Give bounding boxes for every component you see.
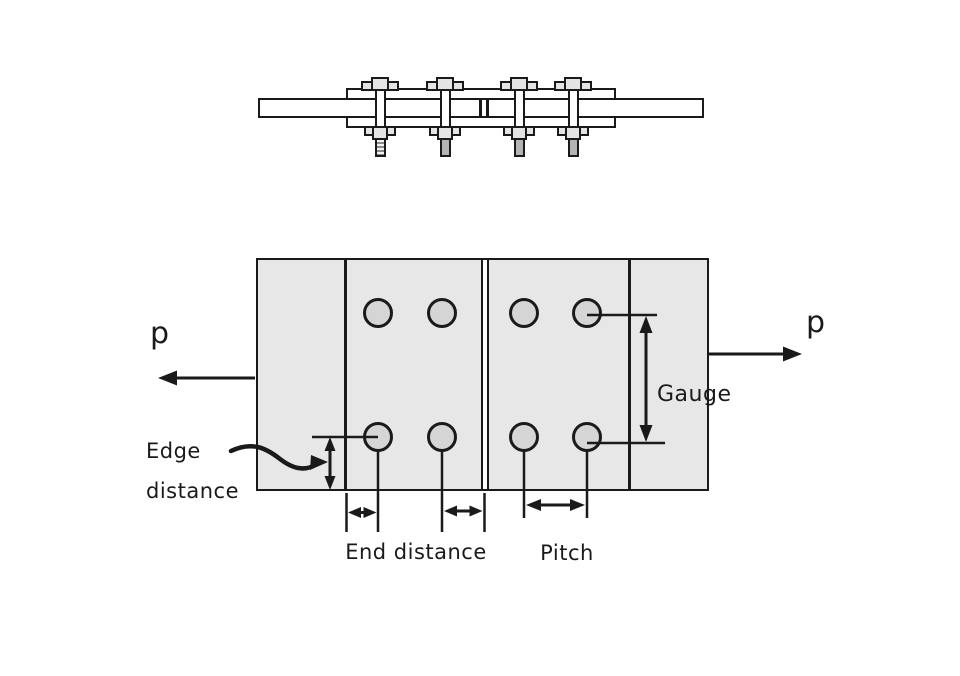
force-label-right: p: [806, 305, 826, 340]
bolt-hole: [363, 298, 393, 328]
bolt-hole: [509, 422, 539, 452]
end-distance-label: End distance: [345, 540, 487, 564]
bolt-hole: [572, 422, 602, 452]
force-arrow-left-icon: [158, 370, 255, 386]
gauge-label: Gauge: [657, 382, 732, 407]
bolt-hole: [427, 422, 457, 452]
bolt-hole: [509, 298, 539, 328]
edge-distance-label: Edge distance: [146, 431, 239, 511]
cover-plate-edge-left: [344, 258, 347, 491]
end-distance-dimension-arrows: [348, 505, 483, 518]
bolt-stud: [439, 138, 451, 157]
plate-joint-line: [479, 98, 482, 118]
force-arrow-right-icon: [709, 346, 802, 362]
bolt-head: [371, 77, 389, 91]
pitch-dimension-arrow: [526, 499, 585, 511]
bolt-head: [510, 77, 528, 91]
extension-lines: [345, 451, 589, 532]
pitch-label: Pitch: [540, 541, 594, 565]
plate-butt-joint-line: [487, 258, 489, 491]
edge-distance-label-line1: Edge: [146, 439, 201, 463]
edge-distance-label-line2: distance: [146, 479, 239, 503]
plate-butt-joint-line: [481, 258, 483, 491]
cover-plate-edge-right: [628, 258, 631, 491]
edge-distance-dimension-arrow: [312, 435, 378, 490]
plate-joint-line: [486, 98, 489, 118]
bolt-stud: [567, 138, 579, 157]
bolt-head: [436, 77, 454, 91]
gauge-dimension-arrow: [587, 313, 665, 445]
force-label-left: p: [150, 316, 170, 351]
bolt-stud: [513, 138, 525, 157]
bolt-head: [564, 77, 582, 91]
bolt-hole: [572, 298, 602, 328]
bolt-hole: [427, 298, 457, 328]
plate-butt-joint-gap: [483, 260, 487, 489]
edge-distance-leader-squiggle: [228, 443, 328, 471]
bolt-threaded-stud: [374, 138, 386, 157]
